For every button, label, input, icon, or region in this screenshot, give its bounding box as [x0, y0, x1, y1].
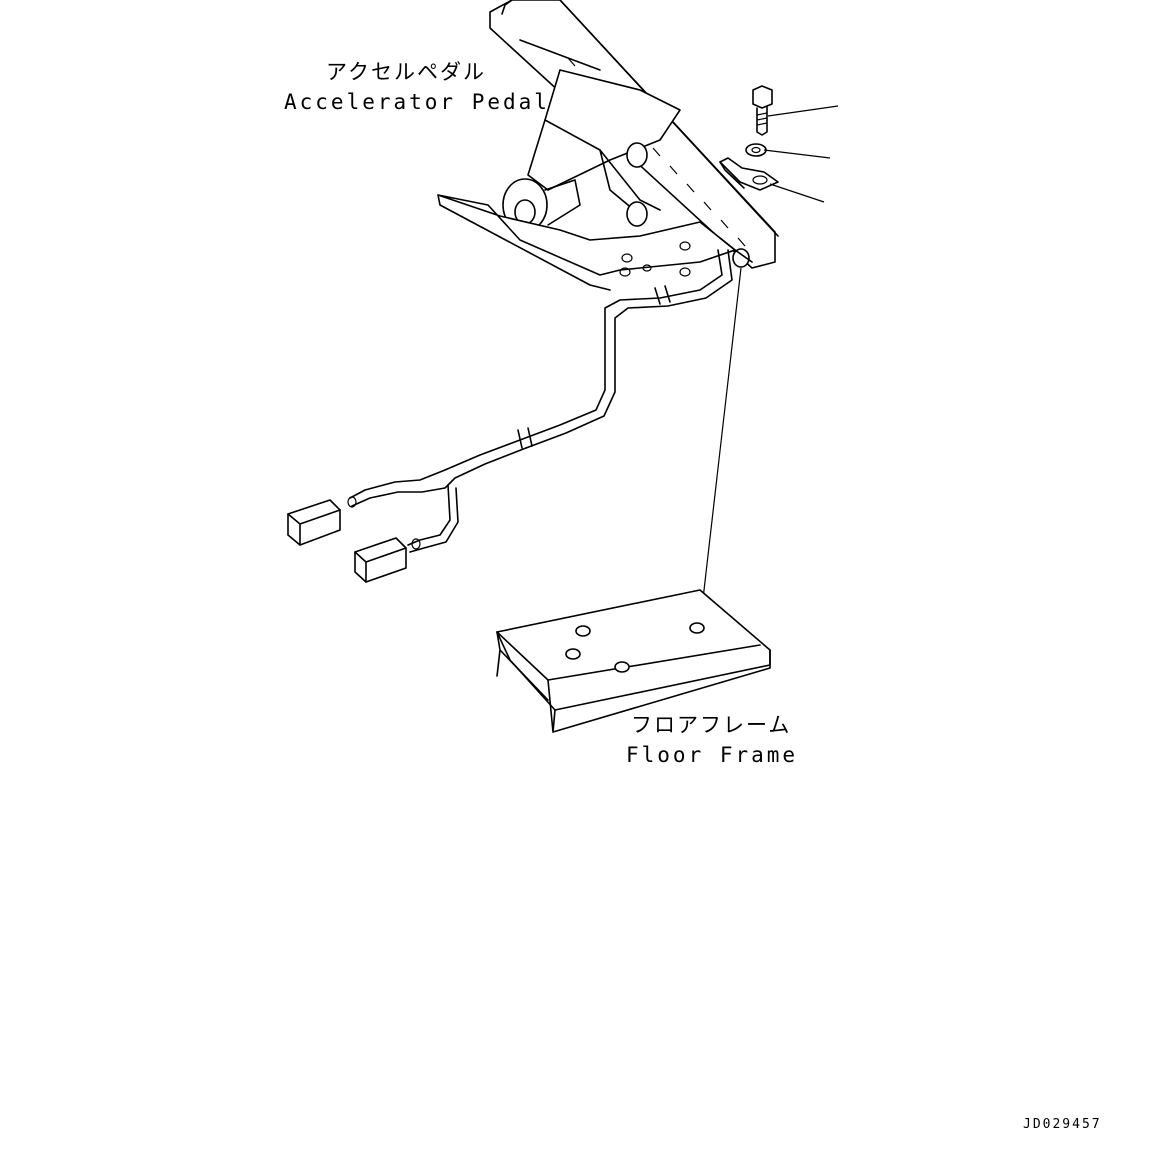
accelerator-pedal-drawing — [437, 0, 779, 291]
accelerator-pedal-label-jp: アクセルペダル — [326, 60, 486, 84]
accelerator-pedal-label-en: Accelerator Pedal — [284, 90, 550, 114]
floor-frame-label-jp: フロアフレーム — [631, 713, 792, 737]
fastener-set-drawing — [699, 85, 839, 626]
drawing-code: JD029457 — [1023, 1117, 1102, 1132]
floor-frame-label-en: Floor Frame — [626, 743, 799, 767]
wire-harness-drawing — [287, 249, 733, 583]
floor-frame-drawing — [496, 589, 771, 733]
